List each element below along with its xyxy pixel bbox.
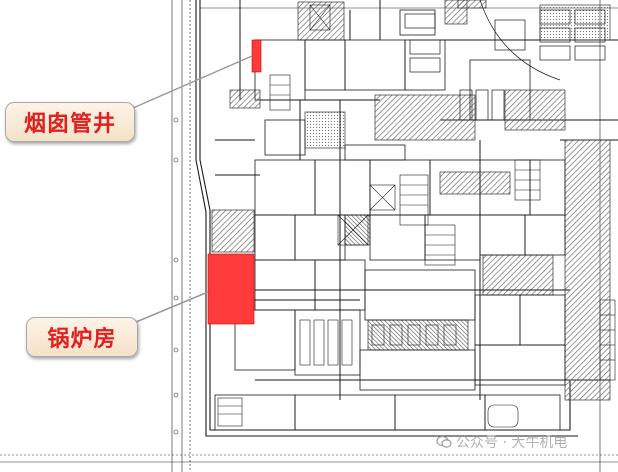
watermark: 公众号 · 大牛机电 — [436, 432, 567, 452]
watermark-text: 公众号 · 大牛机电 — [456, 435, 568, 451]
chimney-leader-line — [132, 55, 253, 109]
boiler-leader-line — [135, 291, 209, 323]
chimney-shaft-label: 烟囱管井 — [23, 112, 116, 137]
chimney-shaft-callout: 烟囱管井 — [5, 102, 135, 142]
boiler-room-label: 锅炉房 — [47, 327, 117, 352]
chimney-shaft-highlight — [251, 39, 262, 73]
room-grid — [214, 9, 566, 431]
parking-stalls — [404, 0, 606, 121]
stair-cores — [217, 74, 616, 428]
boiler-room-highlight — [207, 253, 255, 325]
equipment-bays — [299, 4, 457, 366]
grid-bubbles — [173, 117, 179, 435]
wechat-icon — [436, 435, 452, 448]
boiler-room-callout: 锅炉房 — [26, 317, 138, 357]
